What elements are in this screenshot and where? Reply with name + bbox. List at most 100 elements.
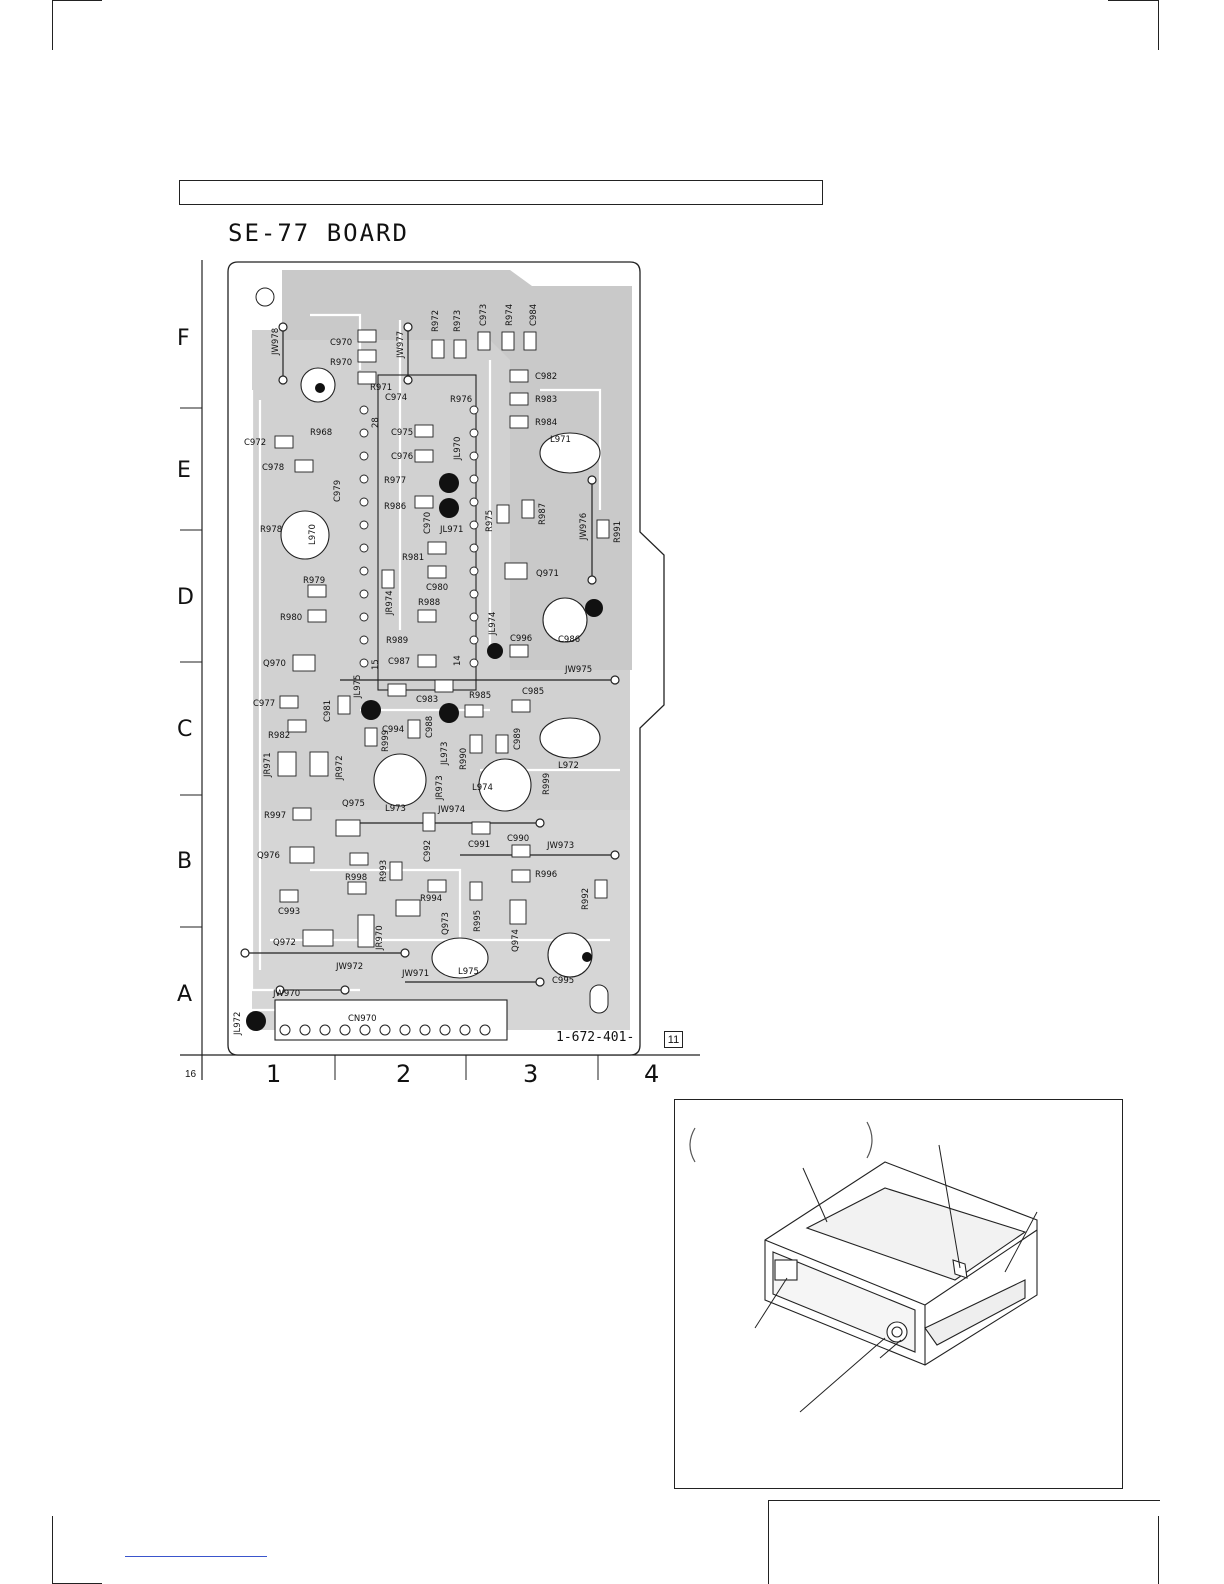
svg-text:JR973: JR973 (435, 775, 445, 801)
crop-mark-top-left-h (52, 0, 53, 50)
svg-text:JW975: JW975 (564, 665, 592, 675)
grid-row-a: A (177, 982, 193, 1007)
svg-text:L972: L972 (558, 761, 579, 771)
svg-text:L974: L974 (472, 783, 493, 793)
svg-text:L971: L971 (550, 435, 571, 445)
crop-mark-bottom-right (1158, 1516, 1159, 1584)
grid-col-1: 1 (266, 1060, 282, 1088)
svg-text:R979: R979 (303, 576, 325, 586)
svg-text:JW972: JW972 (335, 962, 363, 972)
svg-text:JW977: JW977 (396, 331, 406, 359)
svg-text:Q972: Q972 (273, 938, 296, 948)
svg-text:15: 15 (371, 659, 381, 670)
svg-text:Q971: Q971 (536, 569, 559, 579)
svg-text:JR972: JR972 (335, 755, 345, 781)
svg-text:C983: C983 (416, 695, 438, 705)
svg-text:R976: R976 (450, 395, 472, 405)
svg-text:R968: R968 (310, 428, 332, 438)
svg-text:C970: C970 (423, 512, 433, 534)
svg-text:R973: R973 (453, 310, 463, 332)
svg-text:C992: C992 (423, 840, 433, 862)
svg-text:C982: C982 (535, 372, 557, 382)
svg-text:R999: R999 (542, 773, 552, 795)
svg-text:C988: C988 (425, 716, 435, 738)
svg-text:JR971: JR971 (263, 752, 273, 778)
crop-mark-top-left-v (52, 0, 102, 1)
svg-text:C974: C974 (385, 393, 407, 403)
svg-text:Q976: Q976 (257, 851, 280, 861)
svg-text:C987: C987 (388, 657, 410, 667)
svg-text:JL974: JL974 (488, 612, 498, 636)
svg-text:JW974: JW974 (437, 805, 465, 815)
svg-text:CN970: CN970 (348, 1014, 377, 1024)
svg-text:R983: R983 (535, 395, 557, 405)
svg-text:14: 14 (453, 655, 463, 666)
svg-text:R986: R986 (384, 502, 406, 512)
svg-text:R974: R974 (505, 304, 515, 326)
svg-text:28: 28 (371, 417, 381, 428)
grid-col-2: 2 (396, 1060, 412, 1088)
unit-location-illustration (689, 1121, 1038, 1413)
svg-text:JL970: JL970 (453, 437, 463, 461)
reference-box: 11 (664, 1031, 683, 1048)
svg-text:Q974: Q974 (511, 929, 521, 952)
svg-text:C978: C978 (262, 463, 284, 473)
svg-text:JR974: JR974 (385, 590, 395, 616)
svg-text:JW978: JW978 (271, 328, 281, 356)
svg-text:R978: R978 (260, 525, 282, 535)
svg-text:C991: C991 (468, 840, 490, 850)
svg-text:Q975: Q975 (342, 799, 365, 809)
svg-text:C985: C985 (522, 687, 544, 697)
footer-link-underline[interactable] (125, 1556, 267, 1557)
svg-text:R993: R993 (379, 860, 389, 882)
svg-text:JL975: JL975 (353, 675, 363, 699)
svg-text:JL971: JL971 (439, 525, 463, 535)
svg-text:R970: R970 (330, 358, 352, 368)
grid-row-d: D (177, 585, 194, 610)
svg-text:JW971: JW971 (401, 969, 429, 979)
svg-text:C977: C977 (253, 699, 275, 709)
svg-text:Q973: Q973 (441, 912, 451, 935)
svg-text:C970: C970 (330, 338, 352, 348)
page-number: 16 (185, 1069, 197, 1080)
svg-text:C990: C990 (507, 834, 529, 844)
svg-text:R998: R998 (345, 873, 367, 883)
crop-mark-top-right-v (1108, 0, 1158, 1)
svg-text:R988: R988 (418, 598, 440, 608)
svg-text:R992: R992 (581, 888, 591, 910)
svg-text:JW976: JW976 (579, 513, 589, 541)
svg-text:C984: C984 (529, 304, 539, 326)
svg-text:C976: C976 (391, 452, 413, 462)
svg-text:R999: R999 (381, 730, 391, 752)
svg-text:JL972: JL972 (233, 1012, 243, 1036)
svg-text:C996: C996 (510, 634, 532, 644)
svg-text:C980: C980 (426, 583, 448, 593)
svg-text:C989: C989 (513, 728, 523, 750)
svg-text:R981: R981 (402, 553, 424, 563)
board-part-number: 1-672-401- (556, 1030, 635, 1045)
location-figure (674, 1099, 1123, 1489)
grid-row-c: C (177, 717, 193, 742)
svg-text:R989: R989 (386, 636, 408, 646)
grid-row-e: E (177, 458, 191, 483)
svg-text:C981: C981 (323, 700, 333, 722)
svg-text:C986: C986 (558, 635, 580, 645)
svg-text:JL973: JL973 (440, 742, 450, 766)
section-title-bar (179, 180, 823, 205)
grid-col-4: 4 (644, 1060, 660, 1088)
svg-text:JR970: JR970 (375, 925, 385, 951)
svg-text:R984: R984 (535, 418, 557, 428)
svg-text:R994: R994 (420, 894, 442, 904)
grid-row-b: B (177, 849, 193, 874)
svg-text:C975: C975 (391, 428, 413, 438)
svg-text:R996: R996 (535, 870, 557, 880)
grid-row-f: F (177, 326, 190, 351)
board-title: SE-77 BOARD (228, 219, 409, 247)
svg-text:C972: C972 (244, 438, 266, 448)
svg-text:JW970: JW970 (272, 989, 300, 999)
svg-text:R975: R975 (485, 510, 495, 532)
svg-text:C979: C979 (333, 480, 343, 502)
svg-text:JW973: JW973 (546, 841, 574, 851)
crop-mark-top-right-h (1158, 0, 1159, 50)
svg-text:L973: L973 (385, 804, 406, 814)
